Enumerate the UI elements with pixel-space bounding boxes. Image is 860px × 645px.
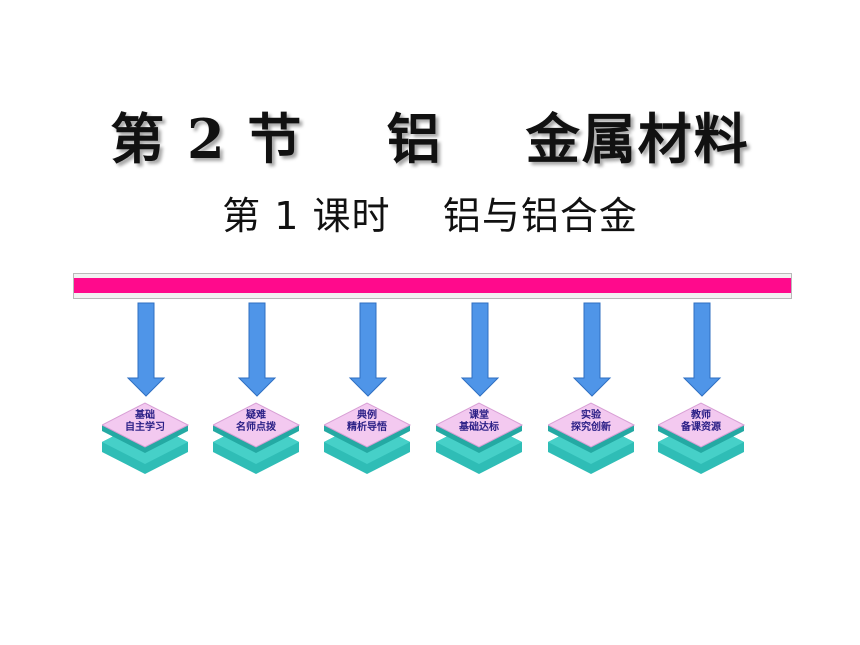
- divider-bar: [73, 273, 792, 299]
- divider-bar-accent: [74, 278, 791, 293]
- down-arrow-icon: [102, 302, 190, 474]
- page-title: 第 2 节 铝 金属材料: [110, 107, 750, 171]
- nav-button-teacher-resources[interactable]: 教师 备课资源: [658, 300, 758, 475]
- nav-button-typical-examples[interactable]: 典例 精析导悟: [324, 300, 424, 475]
- down-arrow-icon: [213, 302, 301, 474]
- down-arrow-icon: [548, 302, 636, 474]
- down-arrow-icon: [324, 302, 412, 474]
- down-arrow-icon: [658, 302, 746, 474]
- nav-button-classroom-practice[interactable]: 课堂 基础达标: [436, 300, 536, 475]
- nav-button-expert-guidance[interactable]: 疑难 名师点拨: [213, 300, 313, 475]
- nav-button-experiment-innovation[interactable]: 实验 探究创新: [548, 300, 648, 475]
- page-subtitle: 第 1 课时 铝与铝合金: [222, 194, 638, 238]
- down-arrow-icon: [436, 302, 524, 474]
- nav-button-basic-self-study[interactable]: 基础 自主学习: [102, 300, 202, 475]
